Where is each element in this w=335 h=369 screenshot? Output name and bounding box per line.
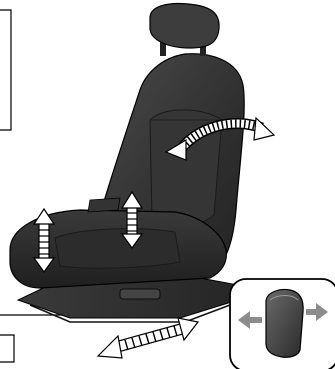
switch-callout bbox=[230, 279, 335, 369]
seat-slide-arrow bbox=[98, 318, 198, 358]
headrest bbox=[150, 4, 219, 56]
power-seat-switch bbox=[266, 290, 303, 358]
